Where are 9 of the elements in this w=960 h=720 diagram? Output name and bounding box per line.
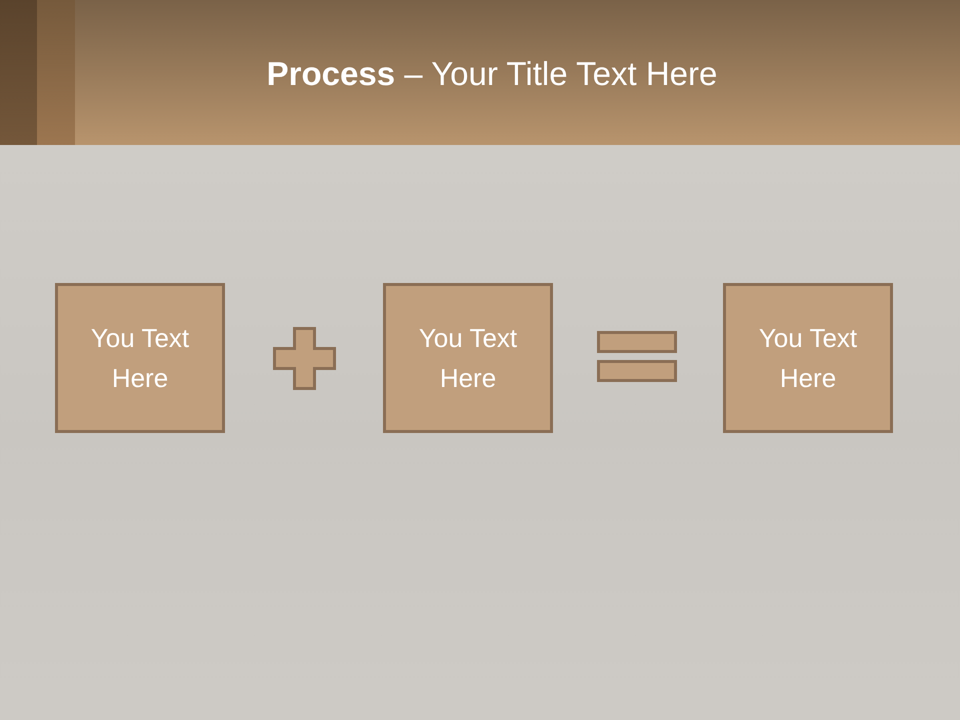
process-box xyxy=(723,283,893,433)
box-label: You Text Here xyxy=(90,322,190,395)
plus-sign xyxy=(273,327,336,390)
box-label: You Text Here xyxy=(758,322,858,395)
process-box xyxy=(383,283,553,433)
slide-title: Process – Your Title Text Here xyxy=(266,54,718,94)
equals-sign xyxy=(597,331,677,382)
box-label: You Text Here xyxy=(418,322,518,395)
process-box xyxy=(55,283,225,433)
